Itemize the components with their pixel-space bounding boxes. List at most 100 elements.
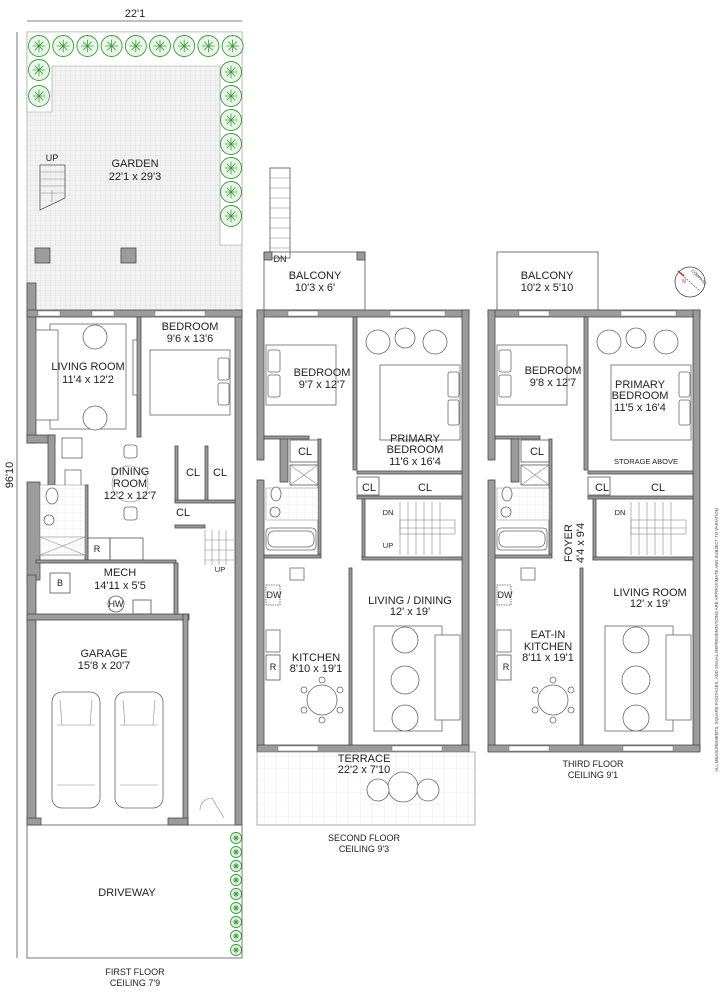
refrigerator-label: R: [503, 662, 510, 672]
width-dimension: 22'1: [125, 8, 145, 20]
first-floor-furniture: [35, 323, 234, 819]
primary-bedroom-size: 11'5 x 16'4: [614, 402, 666, 414]
dining-room-name-2: ROOM: [113, 478, 147, 490]
tree-detail: [32, 39, 46, 53]
closet-label: CL: [530, 446, 544, 458]
refrigerator-label: R: [270, 662, 277, 672]
third-floor-plate: [487, 309, 701, 753]
tree-detail: [32, 63, 46, 77]
bedroom-name: BEDROOM: [162, 321, 219, 333]
balcony-name: BALCONY: [289, 270, 342, 282]
tree-detail: [232, 932, 240, 940]
compass-north: N: [682, 279, 686, 285]
second-floor-ceiling: CEILING 9'3: [339, 844, 389, 854]
living-room-name: LIVING ROOM: [613, 587, 686, 599]
garden-stair: [39, 164, 66, 211]
second-floor: DN BALCONY 10'3 x 6' BEDROOM 9'7 x 12'7 …: [256, 167, 476, 854]
kitchen-size: 8'11 x 19'1: [522, 652, 574, 664]
stair-up-label: UP: [383, 541, 393, 550]
closet-label: CL: [418, 482, 432, 494]
dimension-lines: [16, 20, 242, 958]
bedroom-size: 9'6 x 13'6: [167, 333, 213, 345]
closet-label: CL: [176, 507, 190, 519]
tree-detail: [232, 918, 240, 926]
garage-name: GARAGE: [80, 648, 127, 660]
tree-detail: [81, 39, 94, 53]
tree-detail: [224, 137, 238, 151]
kitchen-name: KITCHEN: [292, 652, 340, 664]
bedroom-size: 9'7 x 12'7: [299, 379, 345, 391]
primary-bedroom-size: 11'6 x 16'4: [389, 456, 441, 468]
water-heater-label: HW: [109, 599, 124, 609]
tree-detail: [105, 39, 118, 53]
first-floor-walls: [26, 282, 243, 826]
stair-down-label: DN: [383, 508, 394, 517]
garden-size: 22'1 x 29'3: [109, 171, 162, 183]
bedroom-name: BEDROOM: [294, 367, 351, 379]
pier: [34, 247, 51, 264]
mech-size: 14'11 x 5'5: [94, 580, 146, 592]
mech-name: MECH: [104, 567, 136, 579]
tree-detail: [232, 876, 240, 884]
terrace-size: 22'2 x 7'10: [338, 764, 391, 776]
first-floor-title: FIRST FLOOR: [105, 967, 165, 977]
closet-label: CL: [186, 467, 200, 479]
tree-detail: [224, 161, 238, 175]
second-floor-plate: [256, 309, 470, 753]
tree-detail: [224, 89, 238, 103]
garage-size: 15'8 x 20'7: [78, 660, 131, 672]
living-room-size: 11'4 x 12'2: [62, 374, 114, 386]
third-floor-ceiling: CEILING 9'1: [568, 770, 618, 780]
tree-detail: [224, 185, 238, 199]
primary-bedroom-name-2: BEDROOM: [612, 390, 669, 402]
terrace-name: TERRACE: [338, 753, 391, 765]
tree-detail: [226, 39, 239, 53]
planting-bed: [26, 31, 243, 246]
closet-label: CL: [651, 482, 665, 494]
driveway-area: [26, 824, 243, 959]
closet-label: CL: [362, 482, 376, 494]
tree-detail: [177, 39, 191, 53]
tree-detail: [32, 89, 46, 103]
depth-dimension: 96'10: [4, 462, 16, 489]
living-dining-size: 12' x 19': [390, 606, 430, 618]
primary-bedroom-name: PRIMARY: [390, 433, 441, 445]
second-floor-title: SECOND FLOOR: [328, 833, 401, 843]
tree-detail: [129, 39, 143, 53]
boiler-label: B: [57, 578, 63, 588]
compass-icon: N COMPASS: [674, 266, 708, 298]
tree-detail: [232, 834, 240, 842]
disclaimer: ALL MEASUREMENTS, SQUARE FOOTAGES, AND V…: [714, 508, 719, 772]
living-room-name: LIVING ROOM: [51, 361, 124, 373]
tree-detail: [232, 848, 240, 856]
second-floor-stair-outside: [269, 167, 291, 259]
storage-above-label: STORAGE ABOVE: [614, 457, 678, 466]
kitchen-size: 8'10 x 19'1: [290, 663, 343, 675]
living-room-size: 12' x 19': [630, 598, 670, 610]
third-floor-title: THIRD FLOOR: [562, 759, 624, 769]
tree-detail: [232, 862, 240, 870]
driveway-plantings: [230, 832, 242, 956]
kitchen-name: EAT-IN: [531, 629, 566, 641]
bedroom-size: 9'8 x 12'7: [530, 377, 576, 389]
tree-detail: [224, 209, 238, 223]
balcony-size: 10'3 x 6': [295, 282, 335, 294]
garden-name: GARDEN: [111, 158, 158, 170]
third-floor: BALCONY 10'2 x 5'10 BEDROOM 9'8 x 12'7 P…: [487, 251, 701, 780]
kitchen-name-2: KITCHEN: [524, 641, 572, 653]
tree-detail: [232, 946, 240, 954]
garden-trees: [28, 35, 244, 227]
dishwasher-label: DW: [267, 590, 282, 600]
dining-room-size: 12'2 x 12'7: [104, 490, 157, 502]
foyer-name: FOYER: [563, 524, 575, 562]
primary-bedroom-name-2: BEDROOM: [387, 444, 444, 456]
closet-label: CL: [213, 467, 227, 479]
bedroom-name: BEDROOM: [525, 365, 582, 377]
first-floor-ceiling: CEILING 7'9: [110, 978, 160, 988]
tree-detail: [224, 65, 238, 79]
stair-up-label: UP: [215, 565, 225, 574]
tree-detail: [232, 904, 240, 912]
tree-detail: [232, 890, 240, 898]
first-floor: 22'1 96'10 UP GARDEN 22'1 x 29'3: [4, 8, 244, 988]
